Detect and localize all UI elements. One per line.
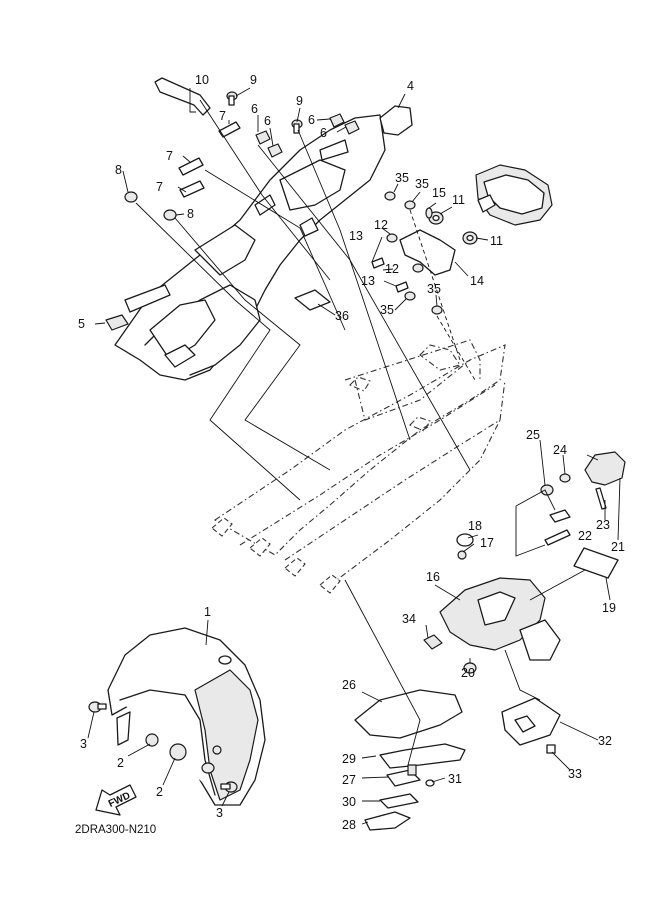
part-5-clip bbox=[105, 314, 129, 331]
rear-inner-fender bbox=[114, 114, 386, 381]
part-4-bracket bbox=[379, 105, 413, 136]
callout-23: 23 bbox=[596, 518, 610, 532]
part-9-bolts bbox=[226, 91, 303, 134]
callout-22: 22 bbox=[578, 529, 592, 543]
callout-labels: 10 9 7 6 6 9 6 6 4 7 7 8 8 5 36 35 35 15… bbox=[78, 73, 625, 832]
callout-31: 31 bbox=[448, 772, 462, 786]
callout-32: 32 bbox=[598, 734, 612, 748]
callout-9: 9 bbox=[250, 73, 257, 87]
part-10-tube bbox=[154, 77, 211, 116]
diagram-code: 2DRA300-N210 bbox=[75, 824, 156, 836]
callout-11: 11 bbox=[452, 193, 465, 207]
callout-27: 27 bbox=[342, 773, 356, 787]
callout-26: 26 bbox=[342, 678, 356, 692]
license-bracket-assembly bbox=[354, 451, 626, 831]
front-fender-hardware bbox=[88, 701, 238, 793]
callout-35: 35 bbox=[415, 177, 429, 191]
callout-13: 13 bbox=[349, 229, 363, 243]
callout-35: 35 bbox=[427, 282, 441, 296]
callout-10: 10 bbox=[195, 73, 209, 87]
callout-6: 6 bbox=[320, 126, 327, 140]
callout-24: 24 bbox=[553, 443, 567, 457]
callout-33: 33 bbox=[568, 767, 582, 781]
callout-5: 5 bbox=[78, 317, 85, 331]
part-6-clips bbox=[255, 113, 360, 158]
part-7-pads bbox=[178, 121, 241, 198]
fwd-label: FWD bbox=[107, 790, 132, 810]
callout-13: 13 bbox=[361, 274, 375, 288]
callout-3: 3 bbox=[80, 737, 87, 751]
callout-35: 35 bbox=[395, 171, 409, 185]
callout-12: 12 bbox=[374, 218, 388, 232]
taillight-mount-hardware bbox=[371, 191, 478, 315]
callout-7: 7 bbox=[219, 109, 226, 123]
callout-29: 29 bbox=[342, 752, 356, 766]
callout-34: 34 bbox=[402, 612, 416, 626]
callout-6: 6 bbox=[264, 114, 271, 128]
callout-25: 25 bbox=[526, 428, 540, 442]
callout-16: 16 bbox=[426, 570, 440, 584]
callout-28: 28 bbox=[342, 818, 356, 832]
callout-18: 18 bbox=[468, 519, 482, 533]
fwd-arrow-icon: FWD bbox=[95, 784, 137, 816]
part-8-grommets bbox=[124, 191, 177, 221]
callout-14: 14 bbox=[470, 274, 484, 288]
callout-36: 36 bbox=[335, 309, 349, 323]
callout-2: 2 bbox=[117, 756, 124, 770]
callout-21: 21 bbox=[611, 540, 625, 554]
callout-17: 17 bbox=[480, 536, 494, 550]
callout-1: 1 bbox=[204, 605, 211, 619]
callout-8: 8 bbox=[115, 163, 122, 177]
leader-lines bbox=[87, 87, 621, 825]
callout-12: 12 bbox=[385, 262, 399, 276]
callout-3: 3 bbox=[216, 806, 223, 820]
callout-8: 8 bbox=[187, 207, 194, 221]
callout-6: 6 bbox=[308, 113, 315, 127]
callout-2: 2 bbox=[156, 785, 163, 799]
callout-4: 4 bbox=[407, 79, 414, 93]
taillight-assembly bbox=[475, 164, 553, 226]
callout-6: 6 bbox=[251, 102, 258, 116]
callout-19: 19 bbox=[602, 601, 616, 615]
callout-7: 7 bbox=[156, 180, 163, 194]
rear-frame bbox=[211, 339, 506, 594]
callout-9: 9 bbox=[296, 94, 303, 108]
callout-35: 35 bbox=[380, 303, 394, 317]
callout-15: 15 bbox=[432, 186, 446, 200]
callout-20: 20 bbox=[461, 666, 475, 680]
callout-7: 7 bbox=[166, 149, 173, 163]
front-fender bbox=[107, 627, 266, 806]
callout-11: 11 bbox=[490, 234, 503, 248]
callout-30: 30 bbox=[342, 795, 356, 809]
part-36-label bbox=[294, 289, 331, 311]
